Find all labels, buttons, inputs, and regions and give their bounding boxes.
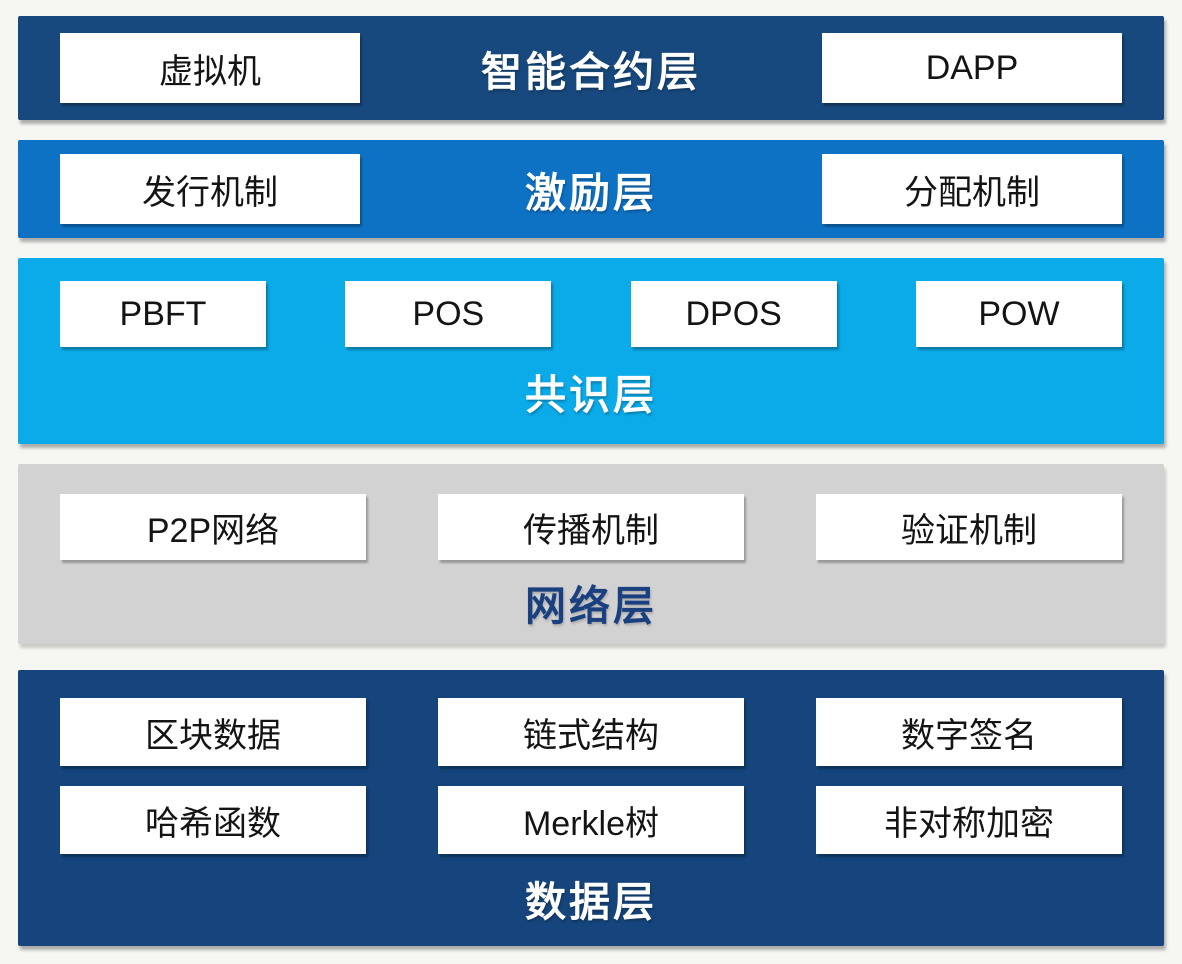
box-block-data: 区块数据 xyxy=(60,698,366,766)
network-box-row: P2P网络 传播机制 验证机制 xyxy=(60,494,1122,560)
title-smart-contract-layer: 智能合约层 xyxy=(481,49,701,95)
box-verification-mechanism: 验证机制 xyxy=(816,494,1122,560)
box-merkle-tree: Merkle树 xyxy=(438,786,744,854)
box-distribution-mechanism: 分配机制 xyxy=(822,154,1122,224)
data-box-row-2: 哈希函数 Merkle树 非对称加密 xyxy=(60,786,1122,854)
data-box-row-1: 区块数据 链式结构 数字签名 xyxy=(60,698,1122,766)
band-incentive-layer: 发行机制 激励层 分配机制 xyxy=(18,140,1164,238)
box-dapp: DAPP xyxy=(822,33,1122,103)
box-propagation-mechanism: 传播机制 xyxy=(438,494,744,560)
band-network-layer: P2P网络 传播机制 验证机制 网络层 xyxy=(18,464,1164,644)
box-issuance-mechanism: 发行机制 xyxy=(60,154,360,224)
band-smart-contract-layer: 虚拟机 智能合约层 DAPP xyxy=(18,16,1164,120)
box-digital-signature: 数字签名 xyxy=(816,698,1122,766)
title-consensus-layer: 共识层 xyxy=(525,372,657,418)
title-incentive-layer: 激励层 xyxy=(525,170,657,216)
band-consensus-layer: PBFT POS DPOS POW 共识层 xyxy=(18,258,1164,444)
title-network-layer: 网络层 xyxy=(525,583,657,629)
box-pow: POW xyxy=(915,281,1122,347)
consensus-box-row: PBFT POS DPOS POW xyxy=(60,281,1122,347)
title-data-layer: 数据层 xyxy=(525,879,657,925)
box-pbft: PBFT xyxy=(60,281,266,347)
box-virtual-machine: 虚拟机 xyxy=(60,33,360,103)
box-dpos: DPOS xyxy=(630,281,837,347)
box-asymmetric-encryption: 非对称加密 xyxy=(816,786,1122,854)
box-chain-structure: 链式结构 xyxy=(438,698,744,766)
band-data-layer: 区块数据 链式结构 数字签名 哈希函数 Merkle树 非对称加密 数据层 xyxy=(18,670,1164,946)
box-hash-function: 哈希函数 xyxy=(60,786,366,854)
box-pos: POS xyxy=(345,281,552,347)
box-p2p-network: P2P网络 xyxy=(60,494,366,560)
